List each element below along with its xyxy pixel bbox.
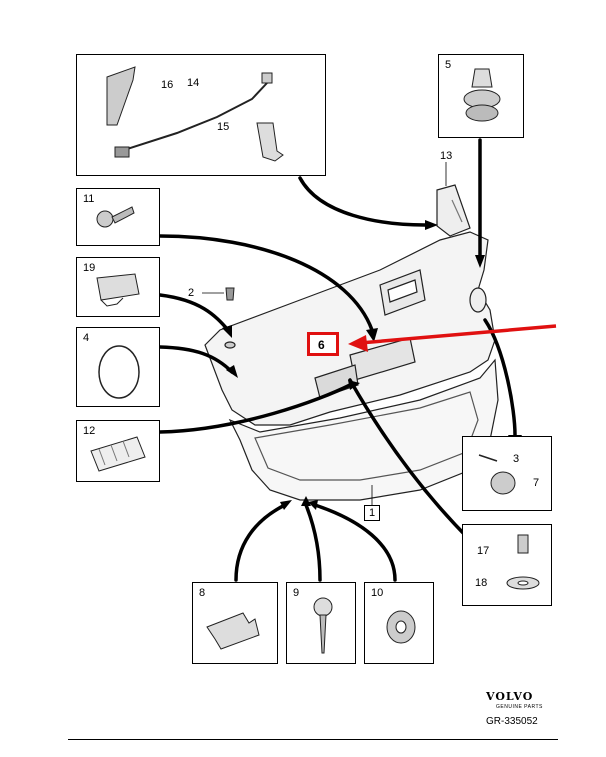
part-box-9: 9 [286, 582, 356, 664]
callout-2: 2 [188, 287, 195, 299]
callout-11: 11 [83, 193, 95, 205]
cap-illustration [96, 273, 140, 307]
part-box-12: 12 [76, 420, 160, 482]
callout-10: 10 [371, 587, 384, 599]
callout-17: 17 [477, 545, 490, 557]
highlight-arrow [348, 324, 557, 352]
part-box-cable: 16 14 15 [76, 54, 326, 176]
bracket-illustration [206, 612, 260, 650]
pad-illustration [90, 436, 146, 472]
callout-15: 15 [217, 121, 230, 133]
clip-illustration [463, 68, 501, 122]
part-box-19: 19 [76, 257, 160, 317]
callout-5: 5 [445, 59, 452, 71]
callout-8: 8 [199, 587, 206, 599]
plug-illustration [478, 454, 516, 495]
tweeter-part [436, 184, 471, 237]
door-panel [204, 231, 499, 501]
callout-9: 9 [293, 587, 300, 599]
brand-logo: VOLVO [486, 690, 534, 703]
part-box-8: 8 [192, 582, 278, 664]
part-box-10: 10 [364, 582, 434, 664]
callout-6: 6 [318, 338, 325, 352]
part-box-4: 4 [76, 327, 160, 407]
part-box-5: 5 [438, 54, 524, 138]
washer-illustration [386, 610, 416, 644]
self-tapping-screw-illustration [313, 597, 333, 654]
o-ring-illustration [98, 345, 140, 399]
highlight-callout-6: 6 [307, 332, 339, 356]
cable-harness-illustration [106, 66, 284, 162]
callout-4: 4 [83, 332, 90, 344]
brand-subtitle: GENUINE PARTS [496, 704, 543, 710]
part-box-3-7: 3 7 [462, 436, 552, 511]
callout-13: 13 [440, 150, 453, 162]
bolt-washer-illustration [506, 534, 540, 590]
callout-1: 1 [369, 507, 376, 519]
part-box-17-18: 17 18 [462, 524, 552, 606]
callout-19: 19 [83, 262, 96, 274]
callout-12: 12 [83, 425, 96, 437]
footer-rule [68, 739, 558, 740]
part-box-1: 1 [364, 505, 380, 521]
screw-illustration [96, 206, 135, 228]
part-box-11: 11 [76, 188, 160, 246]
callout-16: 16 [161, 79, 174, 91]
callout-14: 14 [187, 77, 200, 89]
diagram-reference: GR-335052 [486, 716, 538, 727]
callout-3: 3 [513, 453, 520, 465]
callout-7: 7 [533, 477, 540, 489]
callout-18: 18 [475, 577, 488, 589]
arrow-heads [222, 220, 522, 510]
